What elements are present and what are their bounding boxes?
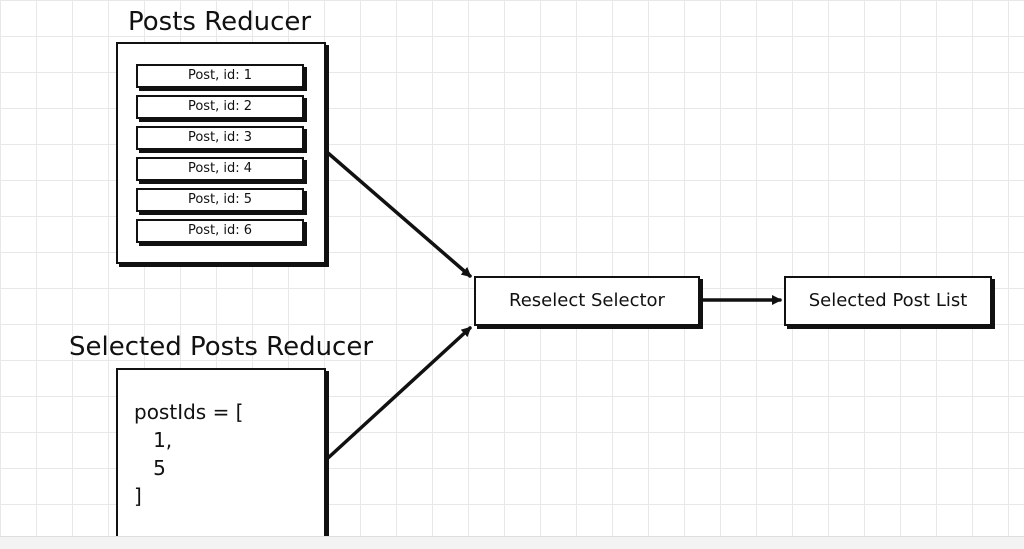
- post-item-5: Post, id: 5: [136, 188, 304, 212]
- posts-reducer-title: Posts Reducer: [128, 7, 312, 37]
- code-line-2: 1,: [134, 428, 173, 452]
- code-line-4: ]: [134, 484, 142, 508]
- reselect-selector-box: Reselect Selector: [474, 276, 700, 326]
- post-ids-code: postIds = [ 1, 5 ]: [134, 398, 243, 510]
- post-item-1: Post, id: 1: [136, 64, 304, 88]
- post-item-3: Post, id: 3: [136, 126, 304, 150]
- post-item-2: Post, id: 2: [136, 95, 304, 119]
- selected-posts-reducer-title: Selected Posts Reducer: [69, 332, 374, 362]
- arrow-posts-to-selector: [326, 151, 472, 278]
- arrow-selected-posts-to-selector: [326, 326, 472, 460]
- code-line-3: 5: [134, 456, 166, 480]
- canvas-bottom-edge: [0, 536, 1024, 549]
- post-item-6: Post, id: 6: [136, 219, 304, 243]
- selected-post-list-box: Selected Post List: [784, 276, 992, 326]
- code-line-1: postIds = [: [134, 400, 244, 424]
- posts-reducer-box: Post, id: 1 Post, id: 2 Post, id: 3 Post…: [116, 42, 326, 264]
- selected-posts-reducer-box: postIds = [ 1, 5 ]: [116, 368, 326, 540]
- post-item-4: Post, id: 4: [136, 157, 304, 181]
